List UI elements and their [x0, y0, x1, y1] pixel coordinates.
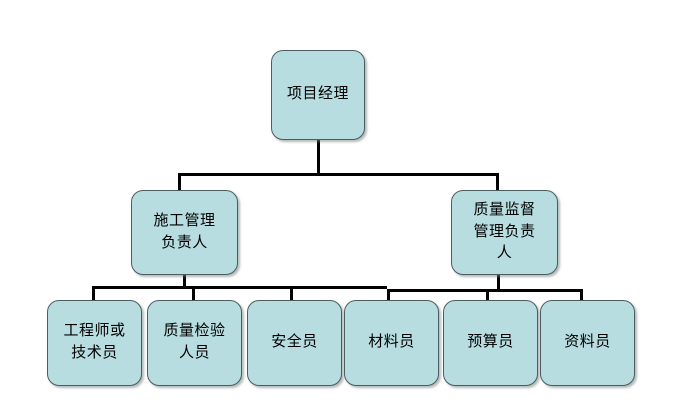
node-quality-inspector[interactable]: 质量检验 人员 — [147, 300, 242, 386]
node-label: 施工管理 负责人 — [153, 212, 216, 251]
node-budget-officer[interactable]: 预算员 — [443, 300, 538, 386]
node-label: 资料员 — [564, 334, 611, 351]
node-documentation-officer[interactable]: 资料员 — [540, 300, 635, 386]
connector-staff-drop-5 — [580, 289, 583, 301]
connector-left-staff-bus — [92, 286, 387, 289]
node-project-manager[interactable]: 项目经理 — [271, 50, 365, 140]
node-safety-officer[interactable]: 安全员 — [247, 300, 342, 386]
connector-staff-drop-0 — [92, 286, 95, 301]
node-label: 工程师或 技术员 — [63, 323, 126, 361]
node-label: 质量监督 管理负责 人 — [473, 201, 536, 262]
connector-root-stem — [317, 140, 320, 176]
connector-staff-drop-4 — [486, 289, 489, 301]
node-label: 项目经理 — [286, 86, 349, 103]
node-label: 安全员 — [271, 334, 318, 351]
node-label: 材料员 — [368, 334, 415, 351]
connector-staff-drop-1 — [192, 286, 195, 301]
node-label: 预算员 — [467, 334, 514, 351]
connector-manager-right-drop — [496, 173, 499, 192]
connector-manager-bus — [178, 173, 499, 176]
connector-right-staff-bus — [387, 289, 583, 292]
connector-manager-left-drop — [178, 173, 181, 192]
node-quality-supervision-manager[interactable]: 质量监督 管理负责 人 — [451, 190, 558, 275]
connector-staff-drop-2 — [290, 286, 293, 301]
connector-staff-drop-3 — [387, 289, 390, 301]
node-engineer-technician[interactable]: 工程师或 技术员 — [47, 300, 142, 386]
node-label: 质量检验 人员 — [163, 323, 226, 361]
connector-right-manager-stem — [497, 275, 500, 290]
connector-left-manager-stem — [183, 275, 186, 288]
node-materials-officer[interactable]: 材料员 — [344, 300, 439, 386]
node-construction-manager[interactable]: 施工管理 负责人 — [131, 190, 238, 275]
